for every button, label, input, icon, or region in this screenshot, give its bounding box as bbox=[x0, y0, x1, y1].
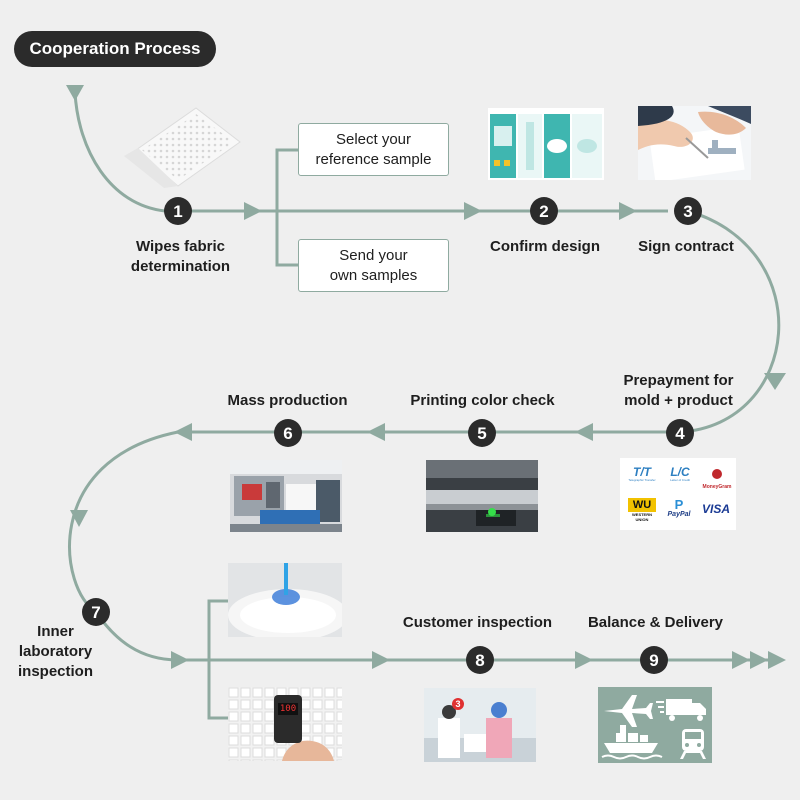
step-1-number: 1 bbox=[173, 202, 182, 221]
end-arrow-2 bbox=[750, 651, 768, 669]
lab-absorbency-image bbox=[228, 563, 342, 637]
end-arrow-1 bbox=[732, 651, 750, 669]
customer-inspection-image: 3 bbox=[424, 688, 536, 762]
delivery-icons bbox=[601, 695, 706, 760]
paypal-p-icon: P bbox=[674, 497, 684, 512]
step-3-number: 3 bbox=[683, 202, 692, 221]
step-2-label: Confirm design bbox=[489, 238, 600, 255]
step-7-marker: 7 bbox=[82, 598, 110, 626]
airplane-icon bbox=[604, 695, 653, 727]
arrow-left-loop bbox=[70, 510, 88, 527]
photo-badge: 3 bbox=[452, 698, 464, 710]
step-2-number: 2 bbox=[539, 202, 548, 221]
delivery-methods-image bbox=[598, 687, 712, 763]
inspection-scene bbox=[424, 688, 536, 762]
payment-visa: VISA bbox=[701, 502, 730, 516]
step-6-number: 6 bbox=[283, 424, 292, 443]
mass-production-image bbox=[230, 460, 342, 532]
step-4-number: 4 bbox=[675, 424, 685, 443]
arrow-row3-c bbox=[575, 651, 593, 669]
branch-bottom bbox=[275, 211, 298, 267]
step-9-label: Balance & Delivery bbox=[587, 614, 724, 631]
step-5-number: 5 bbox=[477, 424, 486, 443]
wipe-fabric-image bbox=[124, 107, 241, 188]
arrow-right-loop bbox=[764, 373, 786, 390]
printing-check-image bbox=[426, 460, 538, 532]
lab-meter-image: 100 bbox=[228, 687, 342, 761]
moisture-meter: 100 bbox=[274, 695, 302, 743]
meter-reading: 100 bbox=[278, 703, 298, 715]
step-5-marker: 5 bbox=[468, 419, 496, 447]
arrow-row1-b bbox=[464, 202, 482, 220]
intro-arrow bbox=[66, 85, 84, 101]
payment-lc: L/C Letter of Credit bbox=[670, 465, 690, 482]
payment-tt: T/T Telegraphic Transfer bbox=[628, 465, 656, 482]
payment-moneygram: MoneyGram bbox=[700, 466, 734, 490]
right-loop bbox=[679, 209, 781, 434]
step-3-label: Sign contract bbox=[638, 238, 734, 255]
arrow-row1-c bbox=[619, 202, 637, 220]
step-4-marker: 4 bbox=[666, 419, 694, 447]
end-arrow-3 bbox=[768, 651, 786, 669]
left-loop bbox=[68, 430, 179, 614]
train-icon bbox=[680, 729, 706, 759]
arrow-row1-a bbox=[244, 202, 262, 220]
arrow-row2-b bbox=[367, 423, 385, 441]
lower-curve bbox=[94, 611, 179, 662]
arrow-row2-a bbox=[575, 423, 593, 441]
step-9-number: 9 bbox=[649, 651, 658, 670]
payment-western-union: WU WESTERN UNION bbox=[628, 498, 656, 522]
payment-methods-image: T/T Telegraphic Transfer L/C Letter of C… bbox=[620, 458, 736, 530]
ship-icon bbox=[601, 725, 663, 760]
payment-paypal: P PayPal bbox=[664, 498, 694, 519]
step-6-marker: 6 bbox=[274, 419, 302, 447]
page-title: Cooperation Process bbox=[14, 31, 216, 67]
branch-top bbox=[275, 148, 298, 211]
step-2-marker: 2 bbox=[530, 197, 558, 225]
step-1-marker: 1 bbox=[164, 197, 192, 225]
step-5-label: Printing color check bbox=[410, 392, 555, 409]
arrow-row3-a bbox=[171, 651, 189, 669]
design-package-image bbox=[488, 108, 604, 180]
arrow-row2-c bbox=[174, 423, 192, 441]
step-8-number: 8 bbox=[475, 651, 484, 670]
moneygram-globe-icon bbox=[712, 469, 722, 479]
step-8-label: Customer inspection bbox=[402, 614, 553, 631]
truck-icon bbox=[656, 699, 706, 721]
sign-contract-image bbox=[638, 106, 751, 180]
step-9-marker: 9 bbox=[640, 646, 668, 674]
step-8-marker: 8 bbox=[466, 646, 494, 674]
intro-curve bbox=[73, 91, 166, 213]
lab-bracket bbox=[207, 599, 228, 720]
step-6-label: Mass production bbox=[227, 392, 348, 409]
step-3-marker: 3 bbox=[674, 197, 702, 225]
step-7-number: 7 bbox=[91, 603, 100, 622]
arrow-row3-b bbox=[372, 651, 390, 669]
